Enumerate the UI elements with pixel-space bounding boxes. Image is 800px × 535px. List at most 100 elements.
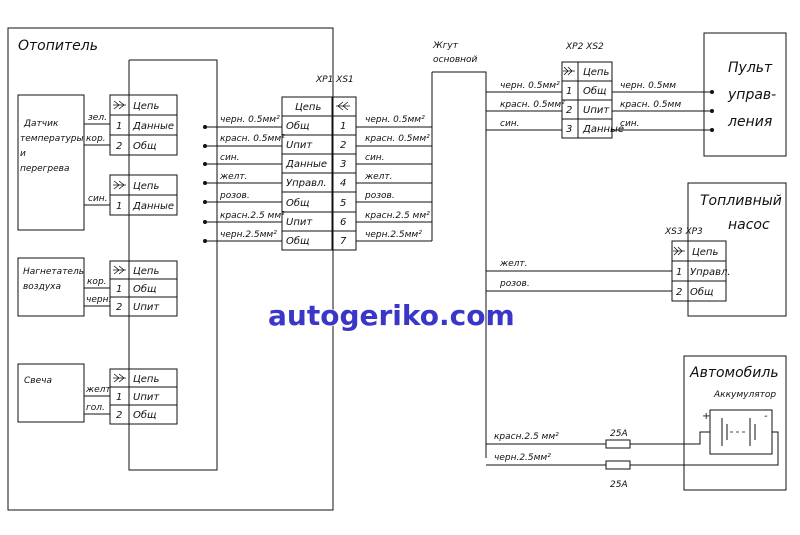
harness-wire-1: красн. 0.5мм² <box>365 134 430 144</box>
fuse-2-label: 25А <box>610 480 628 490</box>
heater-wire-6: черн.2.5мм² <box>220 230 277 240</box>
pump-func-0: Цепь <box>692 247 718 258</box>
panel-wire-2: син. <box>500 119 520 129</box>
sensor-name-1: Датчик <box>23 119 59 129</box>
sensor-connector-a: Цепь 1 Данные 2 Общ <box>109 94 178 156</box>
control-panel-box <box>703 32 787 157</box>
plug-name: Свеча <box>24 376 52 386</box>
sensor-name-2: температуры <box>20 134 84 144</box>
sensor-a-pin-2: 2 <box>116 141 122 152</box>
harness-wire-3: желт. <box>364 172 393 182</box>
harness-wire-0: черн. 0.5мм² <box>365 115 425 125</box>
xp1-pin-6: 6 <box>340 217 346 228</box>
pump-wire-1: розов. <box>499 279 530 289</box>
battery-label: Аккумулятор <box>713 390 776 400</box>
xp1-func-0: Цепь <box>295 102 321 113</box>
plug-func-1: Uпит <box>133 392 160 403</box>
xp2-pin-1: 1 <box>566 86 572 97</box>
xp2-pin-3: 3 <box>566 124 572 135</box>
xp1-func-3: Данные <box>285 159 327 170</box>
xp1-pin-7: 7 <box>340 236 347 247</box>
sensor-b-func-1: Данные <box>132 201 174 212</box>
fuse-2 <box>605 460 631 470</box>
blower-wire-brown: кор. <box>87 277 107 287</box>
plug-func-0: Цепь <box>133 374 159 385</box>
pump-wires: желт. розов. <box>486 259 672 292</box>
xp1-func-7: Общ <box>286 235 309 247</box>
sensor-a-func-1: Данные <box>132 121 174 132</box>
sensor-wire-brown: кор. <box>86 134 106 144</box>
harness-wire-2: син. <box>365 153 385 163</box>
blower-box <box>17 257 85 317</box>
panel-wire-1: красн. 0.5мм² <box>500 100 565 110</box>
plug-box <box>17 363 85 423</box>
sensor-connector-b: Цепь 1 Данные <box>109 174 178 216</box>
pump-title-1: Топливный <box>700 193 782 209</box>
heater-frame <box>7 27 334 511</box>
car-box <box>683 355 787 491</box>
sensor-box <box>17 94 85 231</box>
car-title: Автомобиль <box>689 365 779 381</box>
pump-wire-0: желт. <box>499 259 528 269</box>
panel-out-wires: черн. 0.5мм красн. 0.5мм син. <box>612 81 714 132</box>
xp1-pin-4: 4 <box>340 178 346 189</box>
heater-wire-4: розов. <box>219 191 250 201</box>
xp1-connector: Цепь Общ Uпит Данные Управл. Общ Uпит Об… <box>281 96 357 251</box>
panel-title-1: Пульт <box>728 60 773 76</box>
heater-wire-0: черн. 0.5мм² <box>220 115 280 125</box>
sensor-a-pin-1: 1 <box>116 121 122 132</box>
panel-out-wire-0: черн. 0.5мм <box>620 81 676 91</box>
xp2-pin-2: 2 <box>566 105 572 116</box>
xp2-connector: Цепь 1 Общ 2 Uпит 3 Данные <box>561 61 624 139</box>
xp1-func-2: Uпит <box>286 140 313 151</box>
blower-func-0: Цепь <box>133 266 159 277</box>
car-wire-0: красн.2.5 мм² <box>494 432 559 442</box>
harness-title-2: основной <box>433 55 478 65</box>
sensor-b-pin-1: 1 <box>116 201 122 212</box>
sensor-b-func-0: Цепь <box>133 181 159 192</box>
heater-wire-1: красн. 0.5мм² <box>220 134 285 144</box>
heater-internal-wires: черн. 0.5мм² красн. 0.5мм² син. желт. ро… <box>203 115 285 243</box>
battery-symbol: + - <box>702 409 773 455</box>
panel-branch-wires: черн. 0.5мм² красн. 0.5мм² син. <box>486 81 565 131</box>
heater-wire-3: желт. <box>219 172 248 182</box>
xp2-func-0: Цепь <box>583 67 609 78</box>
sensor-a-func-2: Общ <box>133 140 156 152</box>
pump-func-2: Общ <box>690 286 713 298</box>
blower-pin-2: 2 <box>116 302 122 313</box>
blower-func-1: Общ <box>133 283 156 295</box>
xp1-pin-2: 2 <box>340 140 346 151</box>
pump-func-1: Управл. <box>690 267 731 278</box>
xp1-func-6: Uпит <box>286 217 313 228</box>
watermark: autogeriko.com <box>268 299 515 332</box>
fuse-1 <box>605 439 631 449</box>
harness-left-wires: черн. 0.5мм² красн. 0.5мм² син. желт. ро… <box>356 115 432 242</box>
heater-title: Отопитель <box>18 38 98 54</box>
harness-wire-5: красн.2.5 мм² <box>365 211 430 221</box>
blower-wire-black: черн. <box>86 295 111 305</box>
plug-wire-yellow: желт <box>85 385 111 395</box>
harness-title-1: Жгут <box>432 41 459 51</box>
xp2-func-1: Общ <box>583 85 606 97</box>
pump-pin-1: 1 <box>676 267 682 278</box>
heater-wire-5: красн.2.5 мм² <box>220 211 285 221</box>
xp2-func-2: Uпит <box>583 105 610 116</box>
panel-title-2: управ- <box>727 87 776 103</box>
xp2-title: XP2 XS2 <box>565 42 604 52</box>
xp2-func-3: Данные <box>582 124 624 135</box>
xp1-title: XP1 XS1 <box>315 75 354 85</box>
blower-connector: Цепь 1 Общ 2 Uпит <box>109 260 178 317</box>
xp1-pin-1: 1 <box>340 121 346 132</box>
heater-bus <box>128 59 218 471</box>
car-wires: красн.2.5 мм² черн.2.5мм² 25А 25А <box>486 429 779 490</box>
xp1-func-4: Управл. <box>286 178 327 189</box>
pump-title-2: насос <box>728 217 770 233</box>
blower-func-2: Uпит <box>133 302 160 313</box>
harness-wire-4: розов. <box>364 191 395 201</box>
plug-func-2: Общ <box>133 409 156 421</box>
plug-connector: Цепь 1 Uпит 2 Общ <box>109 368 178 425</box>
blower-name-1: Нагнетатель <box>23 267 84 277</box>
battery-minus: - <box>764 411 768 422</box>
